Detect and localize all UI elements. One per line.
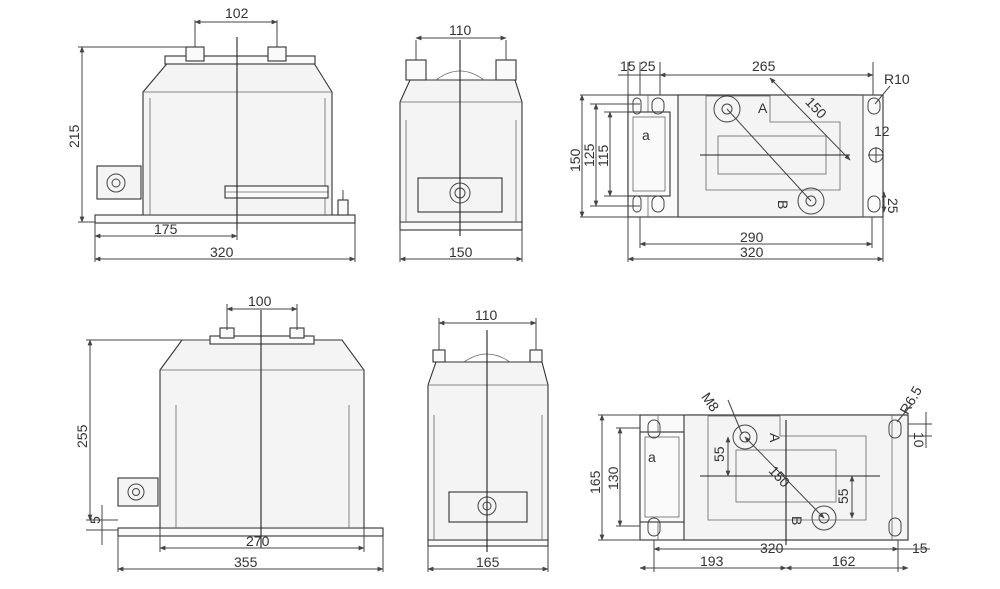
dim-width: 150 (449, 244, 473, 260)
label-a-small: a (642, 127, 650, 143)
bottom-side-view: 110 165 (427, 307, 549, 572)
dim-terminal-spacing: 100 (248, 293, 272, 309)
dim-12: 12 (874, 123, 890, 139)
dim-terminal-spacing: 110 (475, 307, 498, 323)
dim-r6-5: R6.5 (896, 383, 925, 417)
label-b: B (789, 516, 805, 525)
bottom-front-view: 100 255 5 270 355 (74, 293, 384, 572)
label-a-small: a (648, 449, 656, 465)
dim-height: 255 (74, 424, 90, 448)
top-side-view: 110 150 (399, 22, 523, 262)
dim-height: 215 (66, 124, 82, 148)
dim-320: 320 (740, 244, 764, 260)
dim-115: 115 (595, 144, 611, 167)
dim-terminal-spacing: 102 (225, 5, 249, 21)
dim-355: 355 (234, 554, 258, 570)
label-a: A (767, 433, 783, 443)
top-front-view: 102 215 175 320 (66, 5, 356, 262)
dim-25: 25 (640, 58, 656, 74)
dim-55-left: 55 (711, 446, 727, 462)
label-a: A (758, 100, 768, 116)
dim-125: 125 (581, 143, 597, 167)
dim-193: 193 (700, 553, 724, 569)
top-plan-view: a A B 150 15 25 265 R10 (567, 58, 910, 262)
dim-r10: R10 (884, 71, 910, 87)
dim-10: 10 (911, 432, 927, 448)
dim-150-vertical: 150 (567, 148, 583, 172)
dim-15: 15 (912, 540, 928, 556)
dim-base-to-terminal: 175 (154, 221, 178, 237)
dim-55-right: 55 (835, 488, 851, 504)
dim-270: 270 (246, 533, 270, 549)
dim-terminal-spacing: 110 (449, 22, 472, 38)
bottom-plan-view: a A B M8 150 55 55 R6.5 10 16 (587, 383, 932, 572)
dim-320: 320 (760, 540, 784, 556)
dim-width: 165 (476, 554, 500, 570)
dim-165: 165 (587, 470, 603, 494)
dim-130: 130 (605, 466, 621, 490)
label-b: B (775, 200, 791, 209)
dim-290: 290 (740, 229, 764, 245)
dim-25-right: 25 (885, 198, 901, 214)
dim-15: 15 (620, 58, 636, 74)
dim-m8: M8 (698, 389, 722, 414)
dim-5: 5 (87, 516, 103, 524)
dim-265: 265 (752, 58, 776, 74)
dim-162: 162 (832, 553, 856, 569)
dim-width: 320 (210, 244, 234, 260)
